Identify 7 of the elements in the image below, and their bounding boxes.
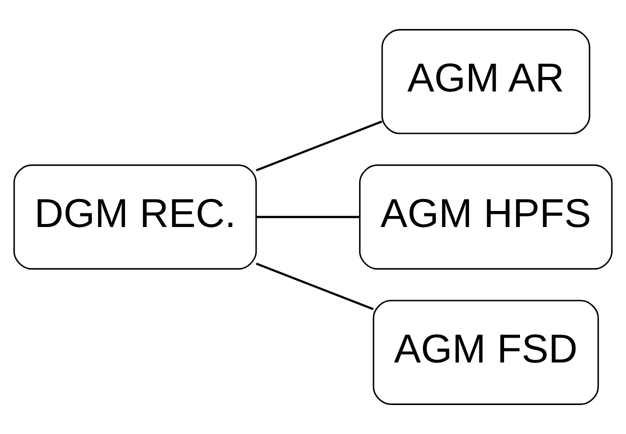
node-box: AGM HPFS bbox=[359, 164, 613, 270]
connector bbox=[256, 262, 374, 310]
node-box: AGM FSD bbox=[372, 300, 599, 405]
node-box: DGM REC. bbox=[13, 164, 257, 270]
connector bbox=[256, 216, 360, 218]
connector bbox=[256, 120, 382, 172]
node-box: AGM AR bbox=[381, 29, 590, 134]
